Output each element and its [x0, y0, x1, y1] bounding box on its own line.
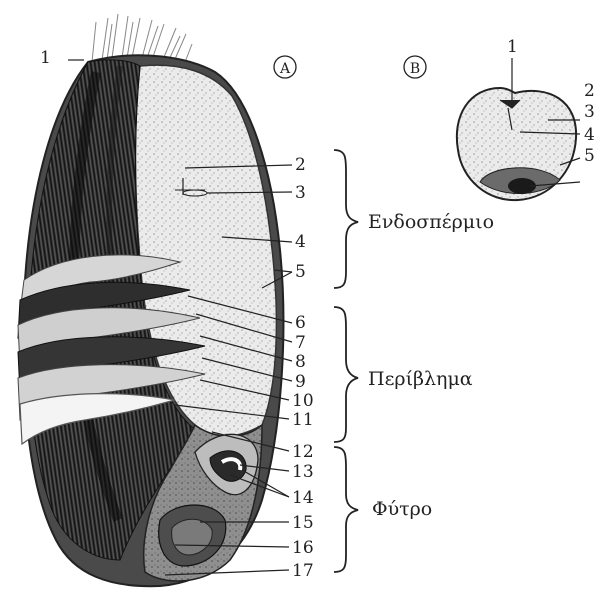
grain-longitudinal-section [18, 14, 283, 586]
section-endosperm: Ενδοσπέρμιο [368, 211, 494, 233]
label-5: 5 [295, 262, 306, 282]
label-2: 2 [295, 155, 306, 175]
b-label-4: 4 [584, 125, 595, 145]
label-9: 9 [295, 372, 306, 392]
label-8: 8 [295, 352, 306, 372]
panel-a-letter: A [279, 61, 291, 77]
label-3: 3 [295, 183, 306, 203]
label-17: 17 [292, 561, 314, 581]
label-15: 15 [292, 513, 314, 533]
b-label-2: 2 [584, 81, 595, 101]
label-4: 4 [295, 232, 306, 252]
label-16: 16 [292, 538, 314, 558]
label-14: 14 [292, 488, 314, 508]
label-13: 13 [292, 462, 314, 482]
grain-cross-section: B [404, 56, 576, 200]
label-1-top: 1 [40, 48, 51, 68]
panel-b-letter: B [410, 61, 420, 77]
label-6: 6 [295, 313, 306, 333]
section-pericarp: Περίβλημα [368, 368, 473, 390]
b-label-5: 5 [584, 146, 595, 166]
label-11: 11 [292, 410, 314, 430]
label-7: 7 [295, 333, 306, 353]
section-germ: Φύτρο [372, 498, 432, 520]
b-label-3: 3 [584, 102, 595, 122]
label-12: 12 [292, 442, 314, 462]
label-10: 10 [292, 391, 314, 411]
panel-a-number-labels: 2 3 4 5 6 7 8 9 10 11 12 13 14 15 16 17 [292, 155, 314, 581]
b-label-1: 1 [507, 37, 518, 57]
panel-a-marker: A [274, 56, 296, 78]
section-braces [334, 150, 358, 572]
